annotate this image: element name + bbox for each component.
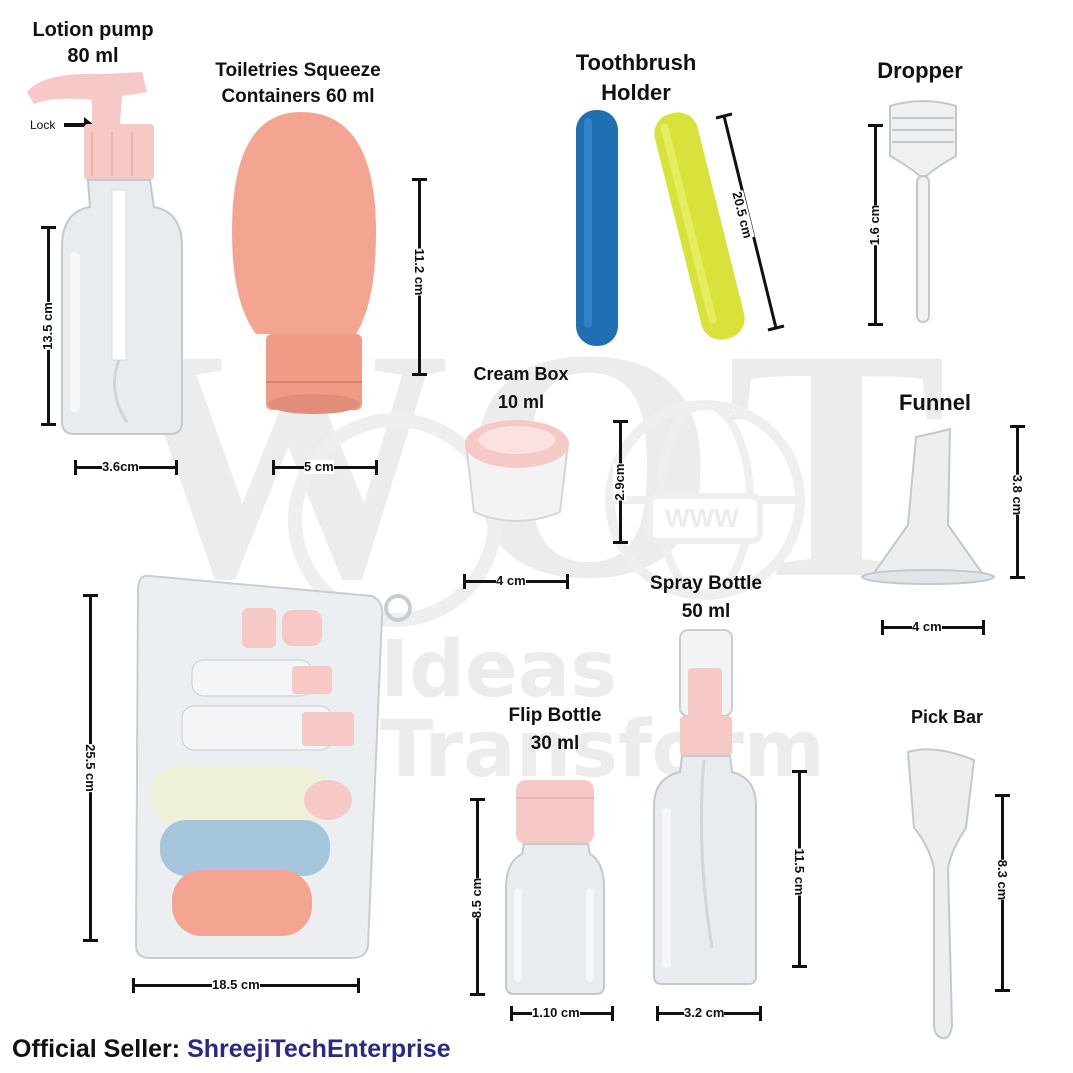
toothbrush-length-bar [715,112,785,332]
official-seller-footer: Official Seller: ShreejiTechEnterprise [12,1035,451,1064]
spray-bottle-title: Spray Bottle 50 ml [650,573,762,622]
pick-bar-image [906,748,976,1040]
dropper-height-label: 1.6 cm [867,204,882,246]
spray-bottle-width-label: 3.2 cm [684,1005,725,1020]
lotion-pump-width-label: 3.6cm [102,459,139,474]
lotion-pump-height-label: 13.5 cm [40,302,55,350]
pick-bar-title: Pick Bar [910,707,984,727]
squeeze-width-label: 5 cm [304,459,334,474]
pouch-width-label: 18.5 cm [212,977,260,992]
funnel-image [861,427,995,585]
dropper-title: Dropper [877,58,963,83]
cream-box-height-label: 2.9cm [612,463,627,501]
flip-bottle-height-label: 8.5 cm [469,877,484,919]
cream-box-title: Cream Box 10 ml [473,364,569,412]
official-seller-name: ShreejiTechEnterprise [187,1035,451,1063]
pouch-height-label: 25.5 cm [83,744,98,792]
dropper-image [889,100,957,323]
lotion-pump-title: Lotion pump 80 ml [32,19,154,67]
lotion-pump-bottle-image [27,72,183,435]
funnel-width-label: 4 cm [912,619,942,634]
spray-bottle-image [653,629,757,985]
spray-bottle-height-label: 11.5 cm [792,848,807,896]
funnel-title: Funnel [898,390,972,415]
cream-box-width-label: 4 cm [496,573,526,588]
cream-box-image [464,420,570,522]
squeeze-container-image [232,112,376,414]
squeeze-height-label: 11.2 cm [412,248,427,296]
flip-bottle-image [505,780,605,995]
flip-bottle-title: Flip Bottle 30 ml [508,705,602,754]
toothbrush-holder-image [576,110,745,346]
pick-bar-height-label: 8.3 cm [995,859,1010,901]
official-seller-prefix: Official Seller: [12,1035,181,1063]
flip-bottle-width-label: 1.10 cm [532,1005,580,1020]
toothbrush-title: Toothbrush Holder [575,50,697,105]
travel-pouch-image [134,574,412,959]
squeeze-title: Toiletries Squeeze Containers 60 ml [215,60,381,107]
lock-label: Lock [30,118,56,132]
funnel-height-label: 3.8 cm [1010,474,1025,516]
